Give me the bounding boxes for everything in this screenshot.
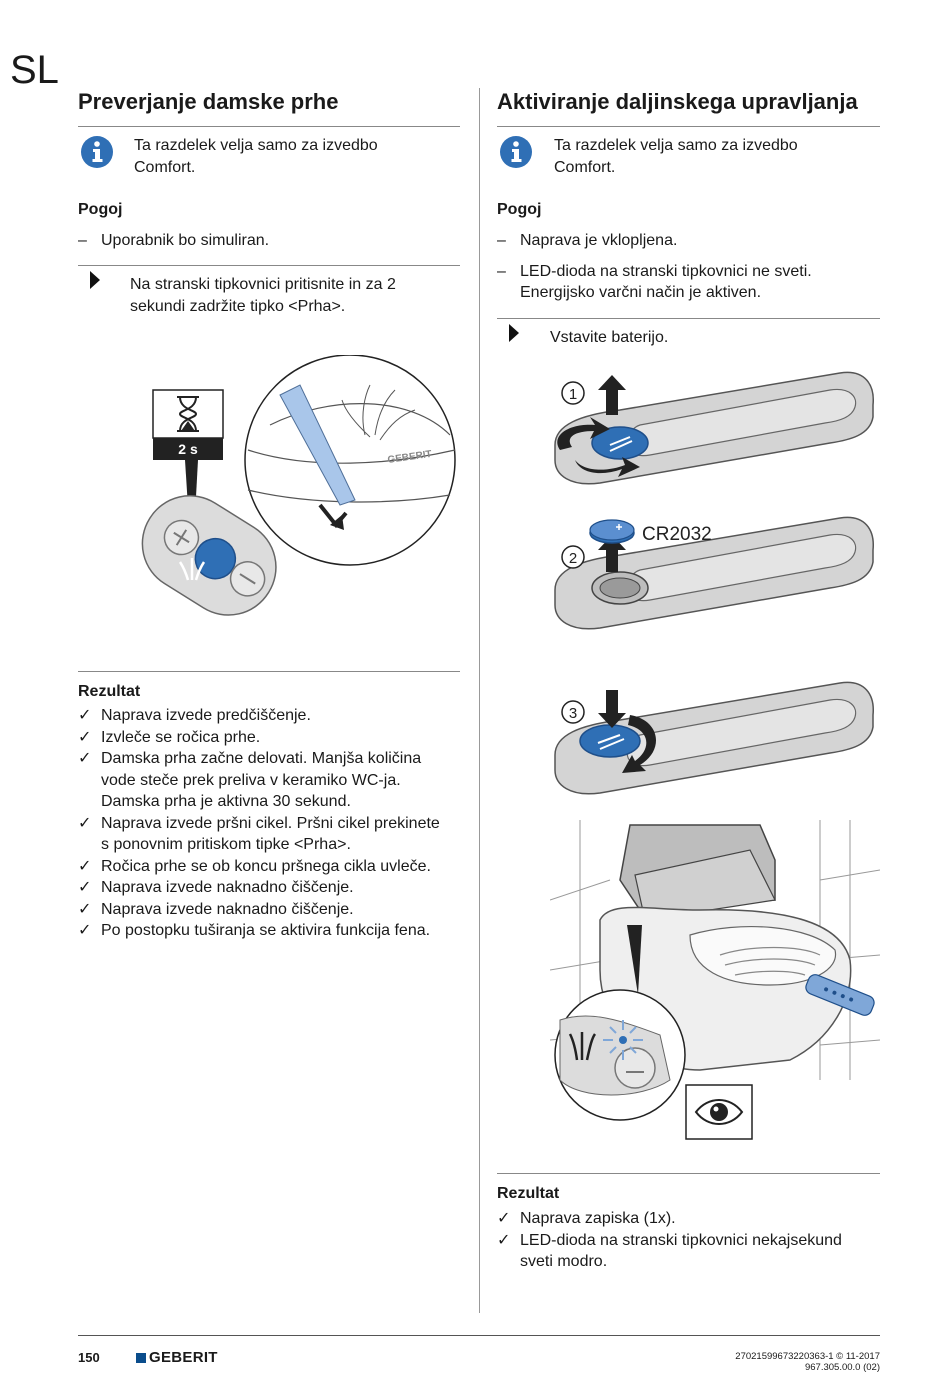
brand-square-icon [136, 1352, 146, 1363]
info-icon [81, 136, 113, 168]
step-number-3: 3 [561, 700, 585, 724]
right-step-instruction: Vstavite baterijo. [550, 329, 669, 346]
left-info-note: Ta razdelek velja samo za izvedbo Comfor… [134, 137, 378, 176]
hold-duration-label: 2 s [178, 441, 198, 457]
step-arrow-icon [90, 271, 100, 289]
condition-item: –Naprava je vklopljena. [497, 232, 678, 249]
left-step-instruction: Na stranski tipkovnici pritisnite in za … [130, 276, 396, 315]
side-keypad [141, 495, 277, 616]
eye-icon [685, 1084, 753, 1140]
keypad-magnifier [554, 989, 686, 1121]
right-condition-list: –Naprava je vklopljena. –LED-dioda na st… [497, 230, 812, 304]
right-result-list: ✓Naprava zapiska (1x). ✓LED-dioda na str… [497, 1208, 882, 1273]
column-divider [479, 88, 480, 1313]
toilet-magnifier: GEBERIT [244, 355, 456, 566]
shower-symbol-icon [568, 1032, 597, 1061]
result-item: ✓Naprava izvede predčiščenje. [78, 707, 311, 724]
brand-logo: GEBERIT [136, 1349, 218, 1366]
left-step-rule [78, 265, 460, 266]
svg-text:1: 1 [569, 386, 577, 403]
step-number-2: 2 [561, 545, 585, 569]
condition-item: –LED-dioda na stranski tipkovnici ne sve… [497, 262, 812, 302]
left-section-title: Preverjanje damske prhe [78, 89, 339, 114]
toilet-remote-figure [550, 820, 880, 1140]
right-title-rule [497, 126, 880, 127]
result-item: ✓LED-dioda na stranski tipkovnici nekajs… [497, 1231, 842, 1271]
result-item: ✓Po postopku tuširanja se aktivira funkc… [78, 922, 431, 939]
right-condition-heading: Pogoj [497, 201, 542, 218]
result-item: ✓Naprava zapiska (1x). [497, 1210, 676, 1227]
right-step-rule [497, 318, 880, 319]
document-id: 27021599673220363-1 © 11-2017 967.305.00… [735, 1351, 880, 1373]
page-number: 150 [78, 1350, 100, 1365]
remote-step-1 [554, 371, 874, 485]
right-section-title: Aktiviranje daljinskega upravljanja [497, 89, 858, 114]
shower-button-figure: 2 s GEBERIT [141, 355, 456, 616]
step-arrow-icon [509, 324, 519, 342]
right-info-note: Ta razdelek velja samo za izvedbo Comfor… [554, 137, 798, 176]
info-icon [500, 136, 532, 168]
svg-text:2: 2 [569, 550, 577, 567]
battery-type-label: CR2032 [642, 524, 712, 545]
left-result-heading: Rezultat [78, 683, 141, 700]
left-condition-heading: Pogoj [78, 201, 123, 218]
right-result-heading: Rezultat [497, 1185, 560, 1202]
result-item: ✓Izvleče se ročica prhe. [78, 728, 261, 746]
result-item: ✓Naprava izvede naknadno čiščenje. [78, 900, 354, 918]
step-number-1: 1 [561, 381, 585, 405]
footer-rule [78, 1335, 880, 1336]
battery-insert-figure: 1 CR2032 2 3 [554, 371, 874, 795]
left-condition-item: –Uporabnik bo simuliran. [78, 232, 270, 249]
remote-step-2 [554, 516, 874, 630]
result-item: ✓Naprava izvede pršni cikel. Pršni cikel… [78, 814, 440, 854]
remote-control-icon [805, 974, 875, 1016]
left-title-rule [78, 126, 460, 127]
result-item: ✓Naprava izvede naknadno čiščenje. [78, 879, 354, 896]
result-item: ✓Ročica prhe se ob koncu pršnega cikla u… [78, 857, 431, 875]
right-result-rule [497, 1173, 880, 1174]
shower-symbol-icon [178, 558, 206, 581]
remote-step-3 [554, 681, 874, 795]
result-item: ✓Damska prha začne delovati. Manjša koli… [78, 750, 422, 810]
hourglass-icon [152, 389, 224, 460]
language-code: SL [10, 48, 59, 92]
svg-text:3: 3 [569, 705, 577, 722]
coin-battery-icon [589, 519, 635, 544]
left-result-list: ✓Naprava izvede predčiščenje. ✓Izvleče s… [78, 705, 468, 942]
left-result-rule [78, 671, 460, 672]
